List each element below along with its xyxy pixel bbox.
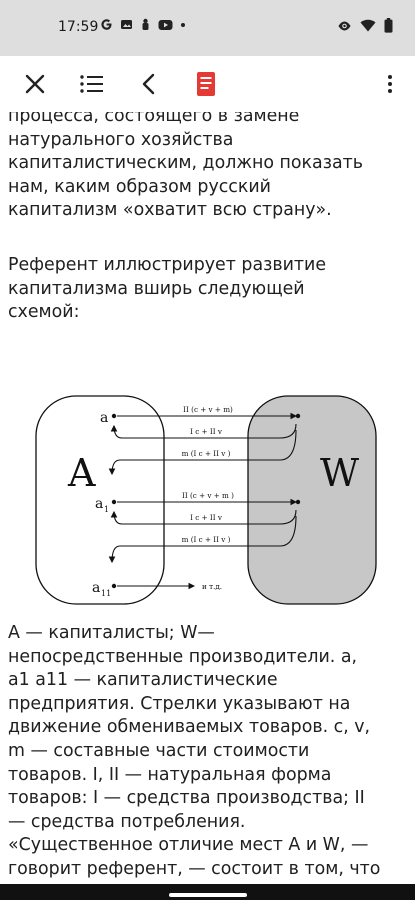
battery-icon bbox=[384, 18, 393, 33]
status-time: 17:59 bbox=[58, 19, 99, 35]
node-a11-sub: 11 bbox=[101, 589, 111, 598]
arrow-label-etc: и т.д. bbox=[202, 582, 222, 591]
more-vert-icon bbox=[388, 75, 392, 93]
node-a1-sub: 1 bbox=[104, 505, 109, 514]
wifi-icon bbox=[360, 19, 376, 32]
arrow-w-to-a11 bbox=[108, 515, 297, 564]
status-right-icons bbox=[337, 18, 393, 33]
arrow-w-to-a-1 bbox=[110, 423, 297, 439]
region-a bbox=[35, 395, 165, 605]
document-button[interactable] bbox=[188, 66, 224, 102]
arrow-label-1: II (c + v + m) bbox=[183, 405, 233, 414]
reader-toolbar bbox=[0, 56, 415, 112]
back-button[interactable] bbox=[131, 66, 167, 102]
back-icon bbox=[142, 73, 155, 95]
youtube-icon bbox=[158, 19, 173, 31]
paragraph-1: процесса, состоящего в замене натурально… bbox=[8, 112, 363, 221]
close-button[interactable] bbox=[17, 66, 53, 102]
paragraph-3: А — капиталисты; W— непосредственные про… bbox=[8, 623, 381, 879]
close-icon bbox=[25, 74, 45, 94]
arrow-label-6: m (I c + II v ) bbox=[182, 535, 231, 544]
node-a: a bbox=[100, 410, 108, 426]
eye-icon bbox=[337, 20, 352, 32]
notification-icon bbox=[140, 18, 151, 31]
arrow-label-2: I c + II v bbox=[190, 427, 223, 436]
arrow-w-to-a1-1 bbox=[108, 429, 297, 476]
document-icon bbox=[197, 72, 215, 96]
status-bar: 17:59 bbox=[0, 0, 415, 56]
capitalism-scheme-diagram: A W a a 1 a 11 II (c + v + m) I c + II v… bbox=[35, 395, 377, 605]
arrow-label-4: II (c + v + m ) bbox=[182, 491, 234, 500]
contents-button[interactable] bbox=[74, 66, 110, 102]
photos-icon bbox=[120, 18, 133, 31]
label-w: W bbox=[320, 451, 359, 495]
paragraph-2: Референт иллюстрирует развитие капитализ… bbox=[8, 255, 327, 323]
arrow-label-3: m (I c + II v ) bbox=[182, 449, 231, 458]
navigation-bar bbox=[0, 884, 415, 900]
arrow-w-to-a1-2 bbox=[110, 509, 297, 525]
more-options-button[interactable] bbox=[378, 66, 402, 102]
node-a11: a bbox=[92, 580, 100, 596]
label-a: A bbox=[67, 451, 96, 495]
node-a1: a bbox=[95, 496, 103, 512]
list-icon bbox=[80, 75, 103, 93]
home-gesture-handle[interactable] bbox=[169, 893, 247, 897]
status-left-icons bbox=[100, 18, 186, 31]
reader-content[interactable]: процесса, состоящего в замене натурально… bbox=[0, 112, 415, 890]
arrow-label-5: I c + II v bbox=[190, 513, 223, 522]
google-icon bbox=[100, 18, 113, 31]
dot-icon bbox=[180, 22, 186, 28]
region-w bbox=[247, 395, 377, 605]
